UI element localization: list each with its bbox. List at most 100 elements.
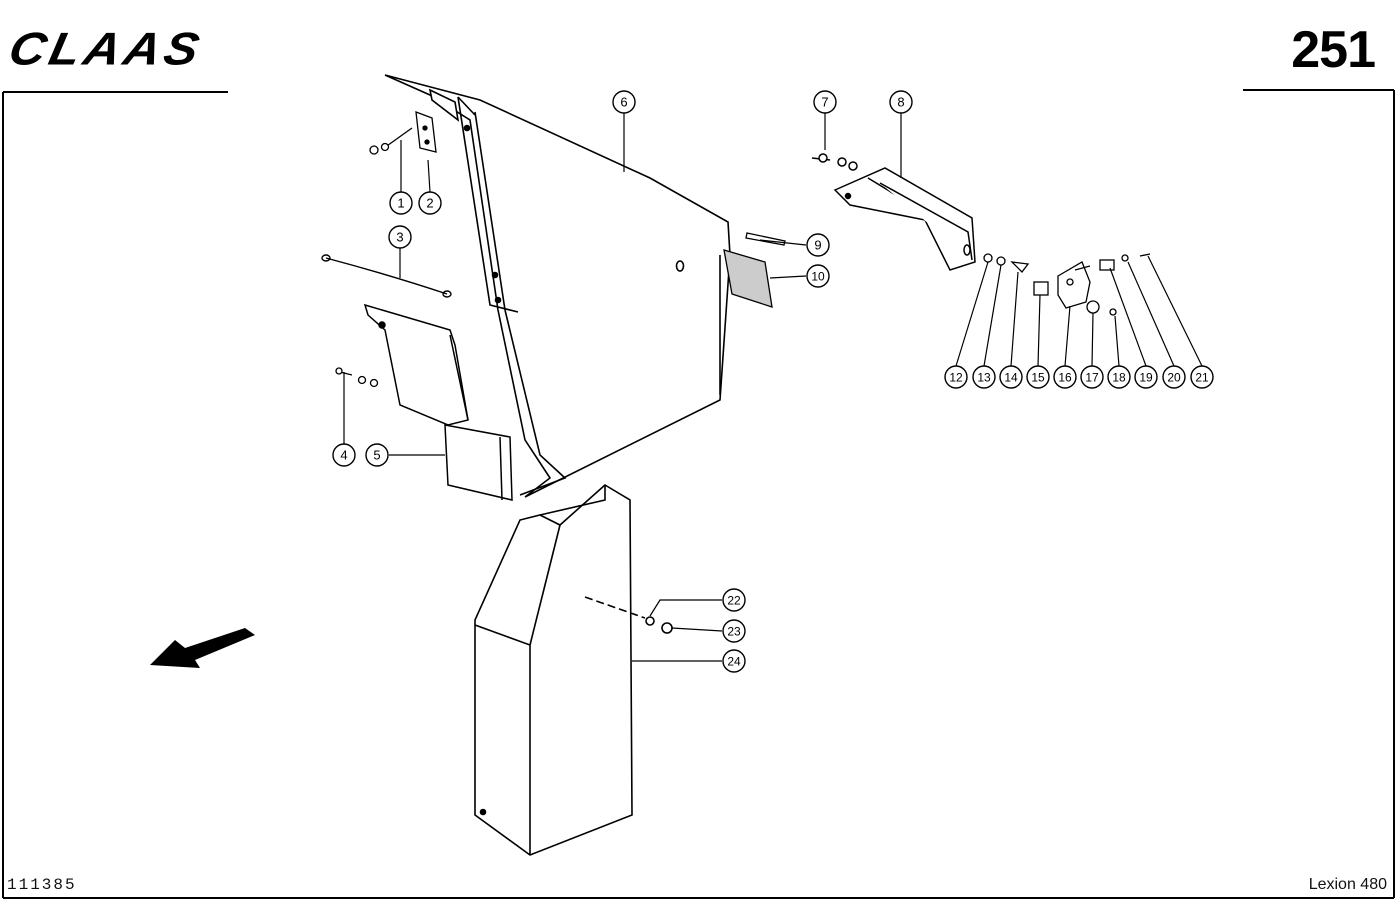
callout-leader-line: [955, 261, 989, 367]
callout-leader-line: [983, 264, 1002, 367]
callout-leader-line: [427, 159, 431, 193]
callout-2: 2: [418, 191, 442, 215]
callout-circle: [944, 365, 968, 389]
lower-shield-part: [474, 484, 673, 856]
callout-circle: [1134, 365, 1158, 389]
callout-12: 12: [944, 365, 968, 389]
callout-leader-line: [1064, 305, 1071, 367]
callout-label: 7: [821, 95, 828, 110]
callout-7: 7: [813, 90, 837, 114]
callout-4: 4: [332, 443, 356, 467]
callout-6: 6: [612, 90, 636, 114]
callout-23: 23: [722, 619, 746, 643]
callout-8: 8: [889, 90, 913, 114]
callout-3: 3: [388, 225, 412, 249]
callout-15: 15: [1026, 365, 1050, 389]
hinge-bracket-part: [369, 111, 437, 155]
direction-arrow-icon: [150, 628, 255, 668]
side-panel-part: [384, 74, 731, 498]
callout-24: 24: [722, 649, 746, 673]
drawing-number: 111385: [7, 876, 77, 894]
model-name: Lexion 480: [1308, 876, 1387, 893]
callout-label: 4: [340, 448, 347, 463]
callout-1: 1: [389, 191, 413, 215]
callout-label: 13: [977, 371, 991, 385]
callout-circle: [806, 264, 830, 288]
callout-label: 16: [1058, 371, 1072, 385]
plate-parts-9-10: [723, 232, 786, 308]
callout-label: 24: [727, 655, 741, 669]
callout-circle: [1080, 365, 1104, 389]
callout-circle: [1190, 365, 1214, 389]
callout-circle: [813, 90, 837, 114]
callout-13: 13: [972, 365, 996, 389]
callout-21: 21: [1190, 365, 1214, 389]
callout-5: 5: [365, 443, 389, 467]
callout-label: 12: [949, 371, 963, 385]
callout-label: 2: [426, 196, 433, 211]
callout-leader-line: [769, 275, 807, 279]
callout-circle: [612, 90, 636, 114]
callout-label: 22: [727, 594, 741, 608]
callout-22: 22: [722, 588, 746, 612]
callout-20: 20: [1162, 365, 1186, 389]
callout-circle: [332, 443, 356, 467]
callout-leader-line: [759, 239, 807, 246]
callout-circle: [889, 90, 913, 114]
callout-circle: [806, 233, 830, 257]
lock-hardware-parts: [983, 253, 1151, 316]
callout-14: 14: [999, 365, 1023, 389]
callout-label: 20: [1167, 371, 1181, 385]
callout-label: 19: [1139, 371, 1153, 385]
page-number: 251: [1291, 21, 1376, 79]
callout-19: 19: [1134, 365, 1158, 389]
callout-label: 1: [397, 196, 404, 211]
callout-circle: [972, 365, 996, 389]
callout-circle: [722, 588, 746, 612]
callout-circle: [1053, 365, 1077, 389]
callout-leader-line: [1037, 294, 1041, 367]
callout-label: 3: [396, 230, 403, 245]
callout-circle: [1107, 365, 1131, 389]
callout-16: 16: [1053, 365, 1077, 389]
callout-circle: [1026, 365, 1050, 389]
callout-label: 17: [1085, 371, 1099, 385]
callout-circle: [365, 443, 389, 467]
callout-label: 9: [814, 238, 821, 253]
callout-label: 8: [897, 95, 904, 110]
callout-circle: [722, 619, 746, 643]
callout-10: 10: [806, 264, 830, 288]
sheet-frame: [2, 89, 1395, 899]
callout-leader-line: [649, 599, 722, 617]
callout-17: 17: [1080, 365, 1104, 389]
callout-leader-line: [671, 627, 723, 632]
mount-bracket-part: [811, 153, 976, 271]
callout-circle: [418, 191, 442, 215]
callout-label: 14: [1004, 371, 1018, 385]
callout-leader-line: [1114, 315, 1120, 367]
callout-18: 18: [1107, 365, 1131, 389]
callout-label: 15: [1031, 371, 1045, 385]
callout-leader-line: [1147, 255, 1203, 367]
fasteners-part-4: [335, 367, 379, 388]
callout-label: 5: [373, 448, 380, 463]
callout-label: 6: [620, 95, 627, 110]
callout-leaders: [343, 113, 1203, 662]
lower-flap-part: [363, 303, 513, 501]
callout-leader-line: [1091, 312, 1094, 367]
callout-circle: [999, 365, 1023, 389]
callout-leader-line: [1010, 271, 1019, 367]
callout-label: 18: [1112, 371, 1126, 385]
callout-label: 23: [727, 625, 741, 639]
cable-part: [321, 254, 452, 298]
callout-circle: [389, 191, 413, 215]
callout-leader-line: [1127, 261, 1175, 367]
callout-leader-line: [1109, 267, 1147, 367]
callout-9: 9: [806, 233, 830, 257]
callout-label: 21: [1195, 371, 1209, 385]
callout-circle: [1162, 365, 1186, 389]
callout-circle: [388, 225, 412, 249]
